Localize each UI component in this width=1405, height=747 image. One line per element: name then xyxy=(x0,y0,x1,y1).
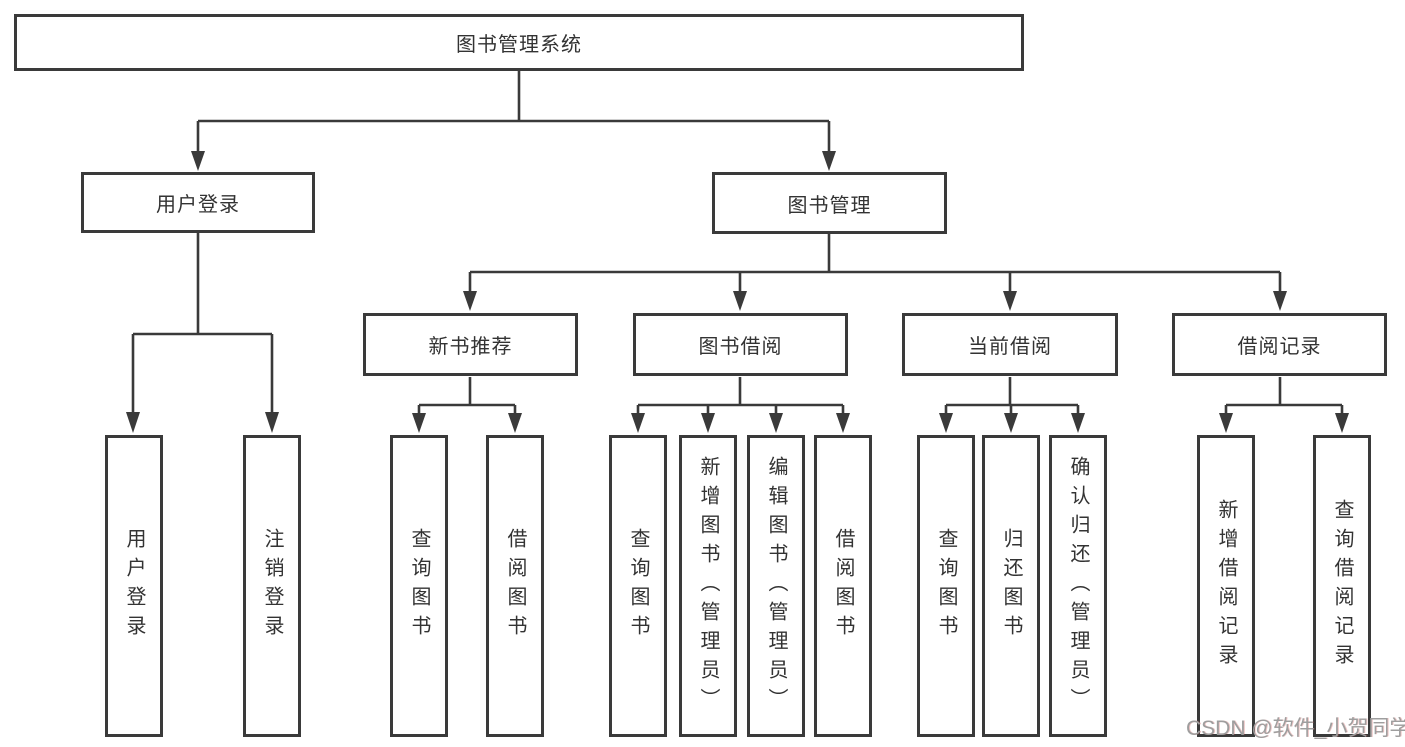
node-book-borrow: 图书借阅 xyxy=(633,313,848,376)
leaf-borrow-query-book: 查询图书 xyxy=(609,435,667,737)
leaf-newbook-query-book: 查询图书 xyxy=(390,435,448,737)
node-library-management-system: 图书管理系统 xyxy=(14,14,1024,71)
node-current-borrow: 当前借阅 xyxy=(902,313,1118,376)
node-book-management: 图书管理 xyxy=(712,172,947,234)
leaf-borrow-edit-book-admin: 编辑图书（管理员） xyxy=(747,435,805,737)
leaf-record-query-record: 查询借阅记录 xyxy=(1313,435,1371,737)
leaf-newbook-borrow-book: 借阅图书 xyxy=(486,435,544,737)
leaf-record-add-record: 新增借阅记录 xyxy=(1197,435,1255,737)
leaf-logout: 注销登录 xyxy=(243,435,301,737)
leaf-current-return-book: 归还图书 xyxy=(982,435,1040,737)
leaf-user-login: 用户登录 xyxy=(105,435,163,737)
leaf-current-query-book: 查询图书 xyxy=(917,435,975,737)
leaf-borrow-add-book-admin: 新增图书（管理员） xyxy=(679,435,737,737)
leaf-borrow-borrow-book: 借阅图书 xyxy=(814,435,872,737)
node-borrow-record: 借阅记录 xyxy=(1172,313,1387,376)
node-user-login: 用户登录 xyxy=(81,172,315,233)
csdn-watermark: CSDN @软件_小贺同学 xyxy=(1186,717,1405,740)
node-new-book-recommend: 新书推荐 xyxy=(363,313,578,376)
leaf-current-confirm-return-admin: 确认归还（管理员） xyxy=(1049,435,1107,737)
